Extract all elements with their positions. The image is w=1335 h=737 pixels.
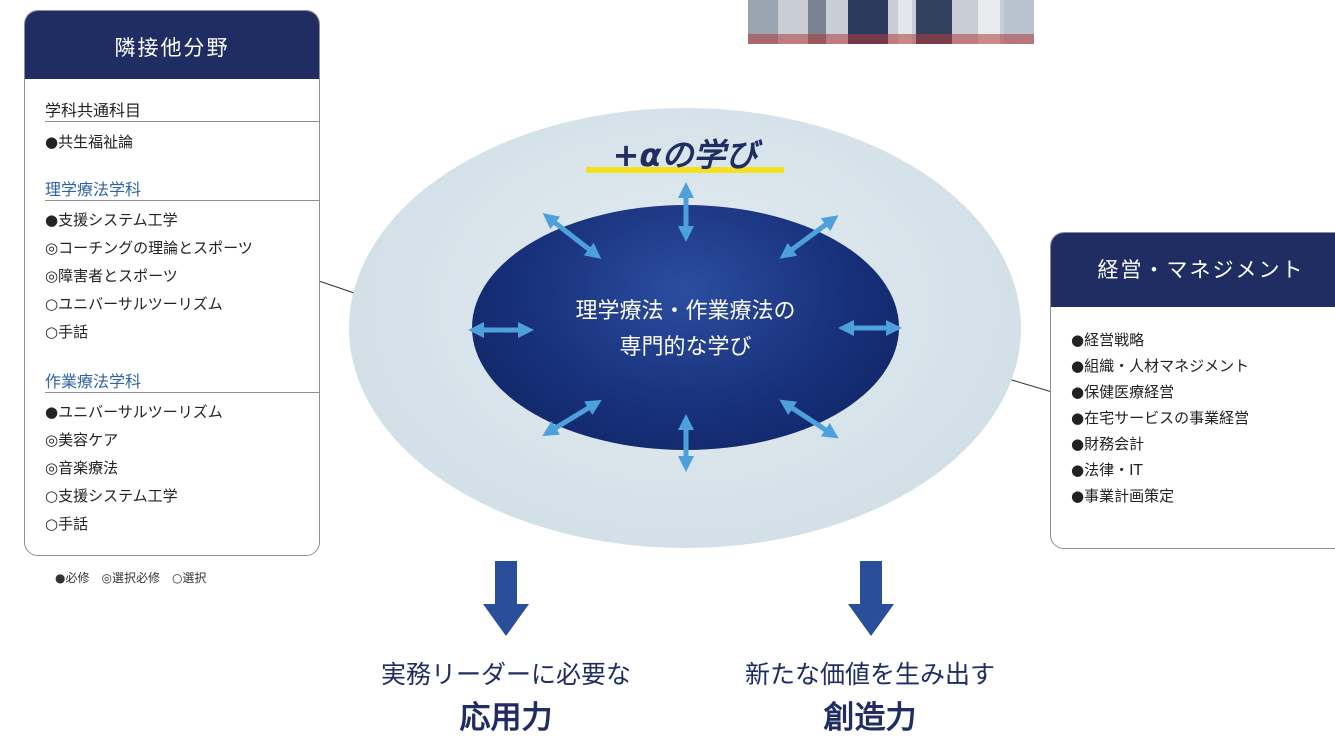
arrow-top-right <box>779 215 839 259</box>
plus-alpha-title: +αの学び <box>612 136 758 174</box>
list-item: ●事業計画策定 <box>1071 487 1175 505</box>
outcome-right-title: 創造力 <box>823 700 917 736</box>
list-item: ◎美容ケア <box>45 431 119 449</box>
outcome-left-caption: 実務リーダーに必要な <box>380 660 631 689</box>
list-item: ○手話 <box>45 323 89 341</box>
list-item: ●組織・人材マネジメント <box>1071 357 1250 375</box>
outcome-left-title: 応用力 <box>459 700 553 736</box>
outcome-right-caption: 新たな価値を生み出す <box>744 660 995 689</box>
list-item: ○手話 <box>45 515 89 533</box>
inner-line-1: 理学療法・作業療法の <box>575 299 796 324</box>
arrow-top-left <box>542 213 602 259</box>
management-panel: 経営・マネジメント ●経営戦略 ●組織・人材マネジメント ●保健医療経営 ●在宅… <box>1050 232 1335 549</box>
list-item: ●在宅サービスの事業経営 <box>1071 409 1250 427</box>
legend: ●必修 ◎選択必修 ○選択 <box>55 571 207 585</box>
title-highlight <box>586 167 784 173</box>
list-item: ●法律・IT <box>1071 461 1143 479</box>
list-item: ●保健医療経営 <box>1071 383 1175 401</box>
adjacent-fields-panel: 隣接他分野 学科共通科目 ●共生福祉論 理学療法学科 ●支援システム工学 ◎コー… <box>24 10 320 556</box>
list-item: ●ユニバーサルツーリズム <box>45 403 223 421</box>
list-item: ◎音楽療法 <box>45 459 119 477</box>
section-divider <box>45 200 319 201</box>
arrow-bottom-left <box>542 399 602 437</box>
top-photo <box>748 0 1034 44</box>
section-divider <box>45 121 319 122</box>
section-title-occupational-therapy: 作業療法学科 <box>45 372 142 391</box>
section-title-common: 学科共通科目 <box>45 101 142 120</box>
list-item: ●支援システム工学 <box>45 211 178 229</box>
list-item: ◎障害者とスポーツ <box>45 267 178 285</box>
adjacent-fields-header: 隣接他分野 <box>25 11 319 79</box>
down-arrow-left-icon <box>483 561 529 636</box>
list-item: ●経営戦略 <box>1071 331 1145 349</box>
list-item: ○支援システム工学 <box>45 487 178 505</box>
management-header: 経営・マネジメント <box>1051 233 1335 307</box>
list-item: ○ユニバーサルツーリズム <box>45 295 223 313</box>
down-arrow-right-icon <box>848 561 894 636</box>
list-item: ◎コーチングの理論とスポーツ <box>45 239 253 257</box>
list-item: ●共生福祉論 <box>45 133 134 151</box>
section-title-physical-therapy: 理学療法学科 <box>45 180 142 199</box>
inner-line-2: 専門的な学び <box>619 335 752 360</box>
section-divider <box>45 392 319 393</box>
arrow-bottom-right <box>779 399 839 439</box>
list-item: ●財務会計 <box>1071 435 1145 453</box>
